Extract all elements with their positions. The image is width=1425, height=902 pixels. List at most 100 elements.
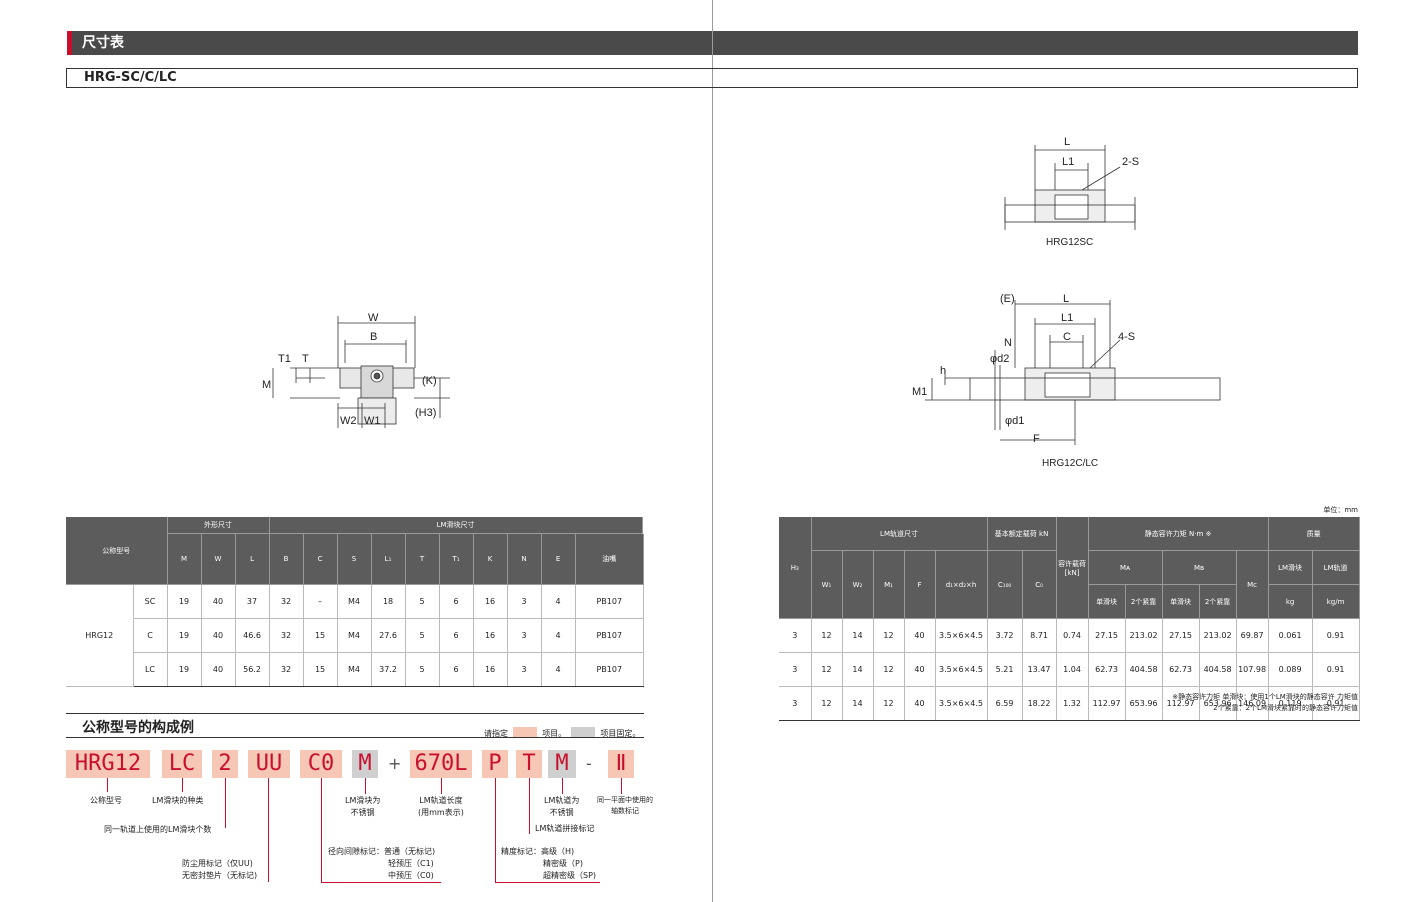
cell: 40	[904, 652, 936, 687]
header-accent	[67, 31, 72, 55]
cell: 3	[779, 618, 812, 653]
cell: 40	[904, 618, 936, 653]
th-block: LM滑块尺寸	[269, 517, 643, 534]
sep-dash: -	[586, 754, 592, 773]
cell: 112.97	[1162, 686, 1200, 721]
header-bar-left	[67, 31, 712, 55]
cell: 56.2	[235, 652, 270, 687]
ann-line: LM轨道为	[544, 796, 580, 805]
cell: 6	[439, 584, 474, 619]
ann-line: LM滑块为	[345, 796, 381, 805]
th-sub: 单滑块	[1162, 584, 1200, 619]
leader-block-count	[225, 778, 226, 828]
cell: PB107	[575, 584, 645, 619]
cell: 4	[541, 652, 576, 687]
th-mc: Mᴄ	[1236, 550, 1269, 619]
cell: 32	[269, 652, 304, 687]
th-col: W₁	[811, 550, 843, 619]
cell: 12	[873, 618, 905, 653]
cell: 5.21	[987, 652, 1023, 687]
clc-dim-m1: M1	[912, 386, 927, 398]
leader-clearance	[321, 778, 322, 882]
cell: 3	[507, 584, 542, 619]
cell: 18.22	[1022, 686, 1057, 721]
th-model: 公称型号	[66, 517, 168, 585]
section-subtitle: HRG-SC/C/LC	[84, 70, 177, 85]
seg-joint: T	[516, 750, 542, 778]
dim-t1: T1	[278, 353, 291, 365]
legend-item: 项目。	[542, 729, 567, 738]
cell: 213.02	[1125, 618, 1163, 653]
cell: 4	[541, 618, 576, 653]
cell: 12	[873, 652, 905, 687]
cell: 3	[507, 652, 542, 687]
table-row: C 19 40 46.6 32 15 M4 27.6 5 6 16 3 4 PB…	[66, 618, 645, 653]
cell-type: C	[133, 618, 168, 653]
cell: M4	[337, 618, 372, 653]
cell: 3	[779, 652, 812, 687]
clc-dim-l1: L1	[1061, 312, 1073, 324]
ma-icon: Mᴀ	[1119, 563, 1131, 572]
sc-caption: HRG12SC	[1046, 237, 1093, 248]
moment-note: ※静态容许力矩 单滑块：使用1个LM滑块的静态容许 力矩值 2个紧靠：2个LM滑…	[1000, 692, 1358, 714]
cell: 27.15	[1162, 618, 1200, 653]
cell: 16	[473, 584, 508, 619]
th-col: 油嘴	[575, 533, 645, 585]
subtitle-box	[66, 68, 1358, 88]
th-sub: 2个紧靠	[1125, 584, 1163, 619]
cell: 62.73	[1088, 652, 1126, 687]
cell: 16	[473, 652, 508, 687]
cell: 69.87	[1236, 618, 1269, 653]
leader-clearance-h	[321, 882, 441, 883]
cell: 12	[811, 652, 843, 687]
th-sub: 2个紧靠	[1199, 584, 1237, 619]
cell: 19	[167, 584, 202, 619]
legend-specify-swatch	[513, 726, 538, 737]
leader-accuracy-h	[495, 882, 600, 883]
drawing-hrg12c-lc: (E) L L1 C 4-S N φd2 h M1 φd1 F HRG12C/L…	[912, 293, 1221, 469]
cell: 12	[873, 686, 905, 721]
moment-note-line2: 2个紧靠：2个LM滑块紧靠时的静态容许力矩值	[1213, 704, 1358, 712]
cell: 19	[167, 618, 202, 653]
clc-dim-c: C	[1063, 331, 1071, 343]
sc-dim-l1: L1	[1062, 156, 1074, 168]
th-unit: kg/m	[1312, 584, 1360, 619]
th-col: M₁	[873, 550, 905, 619]
table-row: LC 19 40 56.2 32 15 M4 37.2 5 6 16 3 4 P…	[66, 652, 645, 687]
cell: 107.98	[1236, 652, 1269, 687]
cell: 37.2	[371, 652, 406, 687]
cell: 0.91	[1312, 618, 1360, 653]
page-title: 尺寸表	[82, 35, 124, 51]
cell-model: HRG12	[66, 584, 134, 687]
mb-icon: Mʙ	[1194, 563, 1205, 572]
ann-clearance-line: 径向间隙标记：普通（无标记)	[328, 847, 436, 856]
ann-stainless-rail: LM轨道为 不锈钢	[544, 795, 579, 819]
ann-joint: LM轨道拼接标记	[535, 824, 595, 833]
cell: 16	[473, 618, 508, 653]
cell: 32	[269, 584, 304, 619]
drawing-hrg12sc: L L1 2-S HRG12SC	[1004, 136, 1139, 248]
cell: 62.73	[1162, 652, 1200, 687]
header-bar-right	[713, 31, 1358, 55]
th-mass-rail: LM轨道	[1312, 550, 1360, 585]
cell: 3	[779, 686, 812, 721]
cell: 653.96	[1125, 686, 1163, 721]
cell: 27.6	[371, 618, 406, 653]
leader-rail-length	[441, 778, 442, 794]
th-col: N	[507, 533, 542, 585]
th-h3: H₃	[779, 517, 812, 619]
cell: 40	[201, 584, 236, 619]
th-moment: 静态容许力矩 N·m ※	[1088, 517, 1269, 551]
cell: 12	[811, 618, 843, 653]
legend: 请指定 项目。 项目固定。	[484, 721, 640, 740]
ann-accuracy-line: 精度标记：高级（H)	[501, 847, 575, 856]
ann-block-type: LM滑块的种类	[152, 796, 204, 805]
cell: 0.91	[1312, 686, 1360, 721]
cell: 146.09	[1236, 686, 1269, 721]
clc-dim-e: (E)	[1000, 293, 1015, 305]
th-col: T	[405, 533, 440, 585]
th-mass: 质量	[1268, 517, 1360, 551]
leader-stainless-rail	[562, 778, 563, 794]
table-row: 3 12 14 12 40 3.5×6×4.5 6.59 18.22 1.32 …	[779, 686, 1360, 721]
th-col: W	[201, 533, 236, 585]
